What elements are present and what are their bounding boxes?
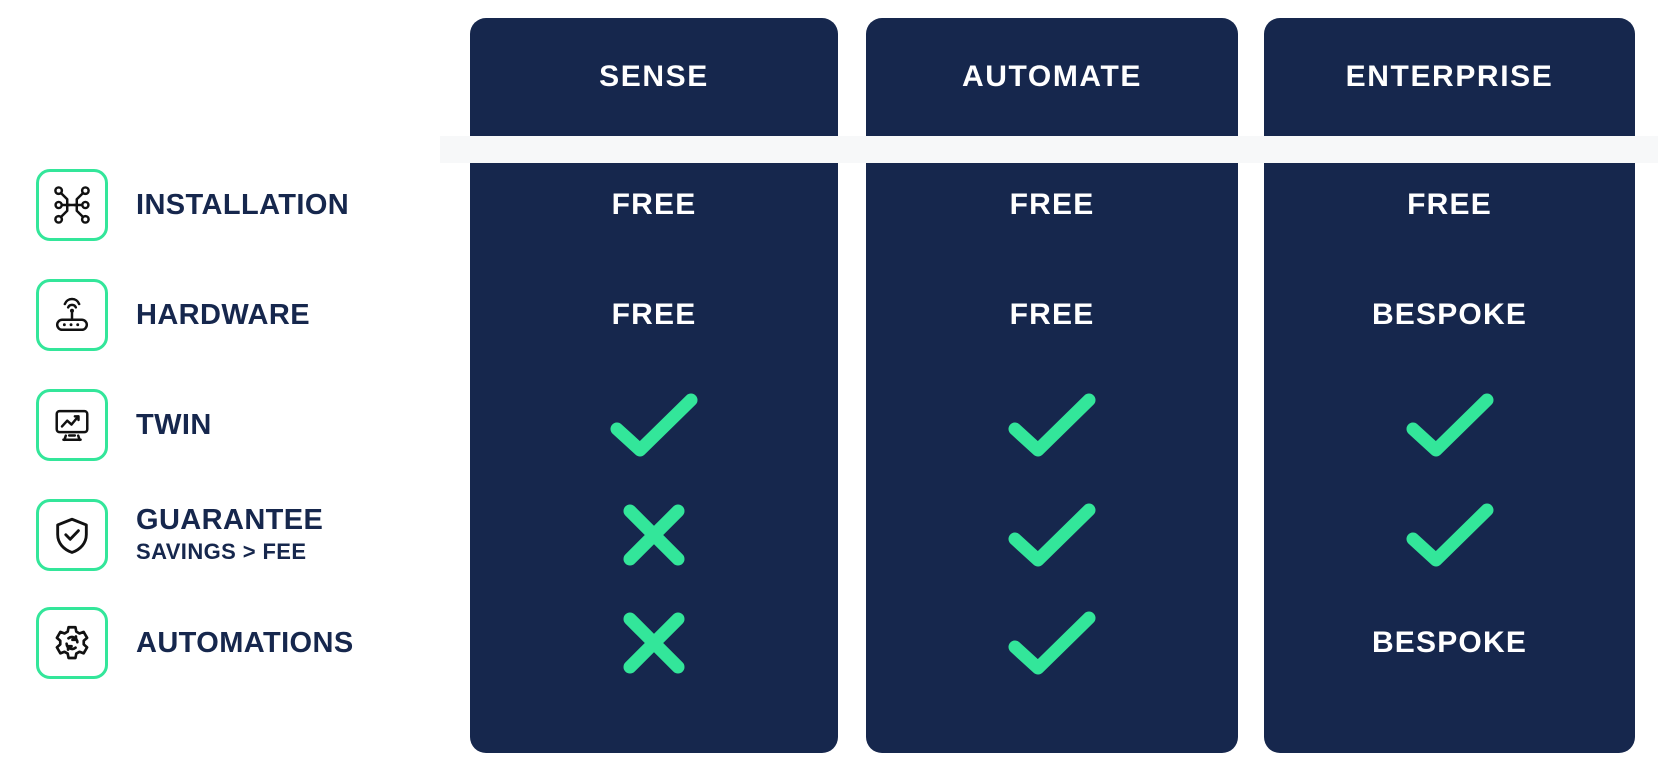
feature-row-hardware: HARDWARE [36,275,310,355]
cell-value-text: FREE [1407,188,1492,221]
cell-installation-enterprise: FREE [1264,165,1635,245]
check-icon [1402,388,1498,462]
cross-icon [617,606,691,680]
feature-row-installation: INSTALLATION [36,165,349,245]
header-body-gap-band [440,136,1658,163]
check-icon [606,388,702,462]
plan-column-sense [470,163,838,753]
cell-twin-sense [470,385,838,465]
feature-title: GUARANTEE [136,503,324,536]
cell-hardware-sense: FREE [470,275,838,355]
monitor-chart-icon [36,389,108,461]
plan-header-label: AUTOMATE [961,60,1142,93]
feature-text-group: INSTALLATION [136,188,350,221]
cell-value-text: FREE [1009,298,1095,331]
cell-guarantee-enterprise [1264,495,1635,575]
cell-installation-automate: FREE [866,165,1238,245]
feature-row-automations: AUTOMATIONS [36,603,354,683]
cell-hardware-enterprise: BESPOKE [1264,275,1635,355]
cell-value-text: FREE [1009,188,1095,221]
check-icon [1402,498,1498,572]
feature-text-group: TWIN [136,408,212,441]
cell-guarantee-automate [866,495,1238,575]
plan-header-label: ENTERPRISE [1345,60,1554,93]
plan-header-sense[interactable]: SENSE [470,18,838,136]
cell-automations-enterprise: BESPOKE [1264,603,1635,683]
plan-header-label: SENSE [599,60,709,93]
cell-hardware-automate: FREE [866,275,1238,355]
cell-value-text: FREE [611,298,697,331]
plan-column-enterprise [1264,163,1635,753]
cell-automations-automate [866,603,1238,683]
shield-check-icon [36,499,108,571]
feature-subtitle: SAVINGS > FEE [136,538,307,564]
feature-text-group: AUTOMATIONS [136,626,354,659]
cell-guarantee-sense [470,495,838,575]
cell-twin-enterprise [1264,385,1635,465]
plan-header-automate[interactable]: AUTOMATE [866,18,1238,136]
cell-value-text: FREE [611,188,697,221]
plan-header-enterprise[interactable]: ENTERPRISE [1264,18,1635,136]
check-icon [1004,498,1100,572]
feature-title: AUTOMATIONS [136,626,354,659]
cell-installation-sense: FREE [470,165,838,245]
check-icon [1004,606,1100,680]
feature-text-group: HARDWARE [136,298,310,331]
cross-icon [617,498,691,572]
gear-refresh-icon [36,607,108,679]
feature-title: TWIN [136,408,212,441]
feature-row-twin: TWIN [36,385,212,465]
cell-value-text: BESPOKE [1371,626,1528,659]
check-icon [1004,388,1100,462]
cell-twin-automate [866,385,1238,465]
network-nodes-icon [36,169,108,241]
feature-title: INSTALLATION [136,188,350,221]
cell-value-text: BESPOKE [1371,298,1528,331]
router-wifi-icon [36,279,108,351]
feature-title: HARDWARE [136,298,310,331]
cell-automations-sense [470,603,838,683]
